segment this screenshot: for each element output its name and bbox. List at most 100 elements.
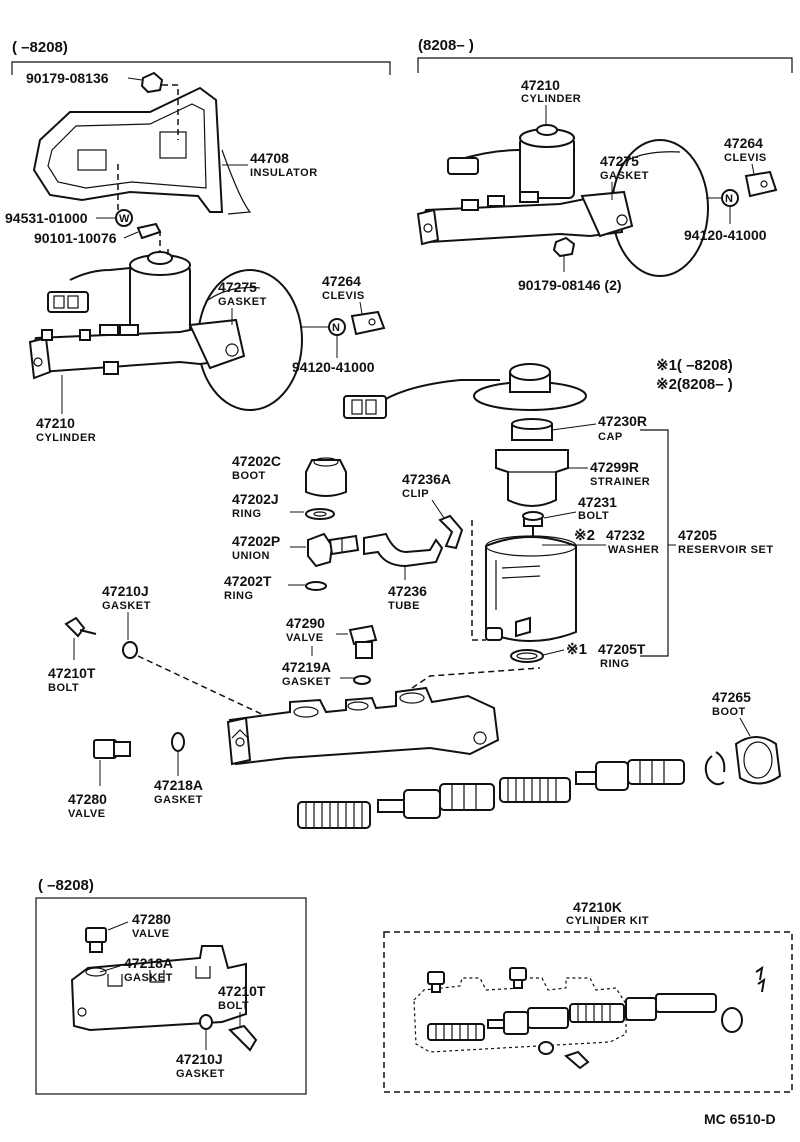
tube-47236 <box>363 532 444 568</box>
label-47219A-name: GASKET <box>282 676 331 688</box>
label-47236: 47236 <box>388 583 427 599</box>
label-47205: 47205 <box>678 527 717 543</box>
boot-47202C <box>305 457 347 497</box>
leader-nut-insulator <box>162 84 179 140</box>
label-b47218A: 47218A <box>124 955 173 971</box>
strainer <box>495 418 569 507</box>
leader-reservoir-dash <box>471 520 486 641</box>
clip-w-symbol: W <box>115 209 133 227</box>
kit-parts <box>427 965 766 1070</box>
bracket-top-left <box>11 61 391 75</box>
label-47236A: 47236A <box>402 471 451 487</box>
label-47202T: 47202T <box>224 573 272 589</box>
label-b47210J: 47210J <box>176 1051 223 1067</box>
label-b47280-name: VALVE <box>132 928 170 940</box>
label-47210K-name: CYLINDER KIT <box>566 915 649 927</box>
label-47210-right: 47210 <box>521 77 560 93</box>
label-47231: 47231 <box>578 494 617 510</box>
label-47218A-name: GASKET <box>154 794 203 806</box>
leader-body-reservoir <box>411 667 541 689</box>
footer-code: MC 6510-D <box>704 1111 776 1127</box>
label-47264-right-name: CLEVIS <box>724 152 767 164</box>
label-47232-mark: ※2 <box>574 527 595 544</box>
kit-cylinder-outline <box>413 977 627 1053</box>
label-94120-right: 94120-41000 <box>684 227 767 243</box>
label-47265: 47265 <box>712 689 751 705</box>
label-94531-01000: 94531-01000 <box>5 210 88 226</box>
label-47202C-name: BOOT <box>232 470 266 482</box>
leader-gasket-to-body <box>137 655 271 719</box>
screw-90101-10076 <box>123 222 162 240</box>
label-94120-left: 94120-41000 <box>292 359 375 375</box>
label-47275-left-name: GASKET <box>218 296 267 308</box>
label-47210T-name: BOLT <box>48 682 79 694</box>
cylinder-body-main <box>226 686 500 766</box>
master-cylinder-assembly-left <box>28 251 303 411</box>
header-top-left: ( –8208) <box>12 39 68 56</box>
label-47231-name: BOLT <box>578 510 609 522</box>
nut-90179-08146 <box>552 236 576 272</box>
label-47202P: 47202P <box>232 533 280 549</box>
label-47202C: 47202C <box>232 453 281 469</box>
union-47202P <box>307 532 360 568</box>
springs-and-pistons-row <box>297 759 685 829</box>
note-1: ※1( –8208) <box>656 357 733 374</box>
label-47275-right-name: GASKET <box>600 170 649 182</box>
label-47275-left: 47275 <box>218 279 257 295</box>
label-47210-right-name: CYLINDER <box>521 93 581 105</box>
label-47205T: 47205T <box>598 641 646 657</box>
label-47264-left: 47264 <box>322 273 361 289</box>
clip-47236A <box>438 514 464 550</box>
nut-90179-08136 <box>127 71 164 94</box>
label-47202T-name: RING <box>224 590 254 602</box>
label-44708: 44708 <box>250 150 289 166</box>
valve-47280 <box>93 739 131 786</box>
label-47236A-name: CLIP <box>402 488 429 500</box>
label-47280-name: VALVE <box>68 808 106 820</box>
label-47290: 47290 <box>286 615 325 631</box>
header-top-right: (8208– ) <box>418 37 474 54</box>
label-b47218A-name: GASKET <box>124 972 173 984</box>
label-47219A: 47219A <box>282 659 331 675</box>
label-47205-name: RESERVOIR SET <box>678 544 774 556</box>
svg-text:N: N <box>725 193 733 205</box>
gasket-47219A <box>353 675 371 685</box>
label-47202J-name: RING <box>232 508 262 520</box>
master-cylinder-assembly-right <box>416 124 709 277</box>
nut-n-symbol-right: N <box>721 189 739 207</box>
bracket-top-right <box>417 57 793 73</box>
bottom-valve-47280 <box>85 927 107 953</box>
box-bottom-left <box>35 897 307 1095</box>
reservoir-ring <box>510 649 544 663</box>
label-47280: 47280 <box>68 791 107 807</box>
reservoir-cap-and-connector <box>343 363 587 419</box>
label-47236-name: TUBE <box>388 600 420 612</box>
clevis-right <box>744 170 778 198</box>
nut-n-symbol-left: N <box>328 318 346 336</box>
note-2: ※2(8208– ) <box>656 376 733 393</box>
ring-47202T <box>305 581 327 591</box>
label-47299R-name: STRAINER <box>590 476 650 488</box>
label-47202J: 47202J <box>232 491 279 507</box>
label-b47210T-name: BOLT <box>218 1000 249 1012</box>
label-47232-name: WASHER <box>608 544 659 556</box>
bottom-bolt-47210T <box>228 1012 258 1052</box>
label-44708-name: INSULATOR <box>250 167 318 179</box>
box-cylinder-kit <box>383 931 793 1093</box>
label-47210J-name: GASKET <box>102 600 151 612</box>
label-47230R-name: CAP <box>598 431 623 443</box>
bolt-47210T <box>64 616 97 660</box>
svg-text:W: W <box>119 213 130 225</box>
insulator-drawing <box>32 86 252 215</box>
header-bottom-left: ( –8208) <box>38 877 94 894</box>
boot-47265 <box>734 736 782 785</box>
ring-47202J <box>305 508 335 520</box>
label-47230R: 47230R <box>598 413 647 429</box>
valve-47290 <box>348 624 378 659</box>
gasket-47218A <box>171 732 185 776</box>
reservoir-tank <box>485 535 577 642</box>
label-47210-left: 47210 <box>36 415 75 431</box>
label-90179-08146: 90179-08146 (2) <box>518 277 622 293</box>
label-47264-right: 47264 <box>724 135 763 151</box>
